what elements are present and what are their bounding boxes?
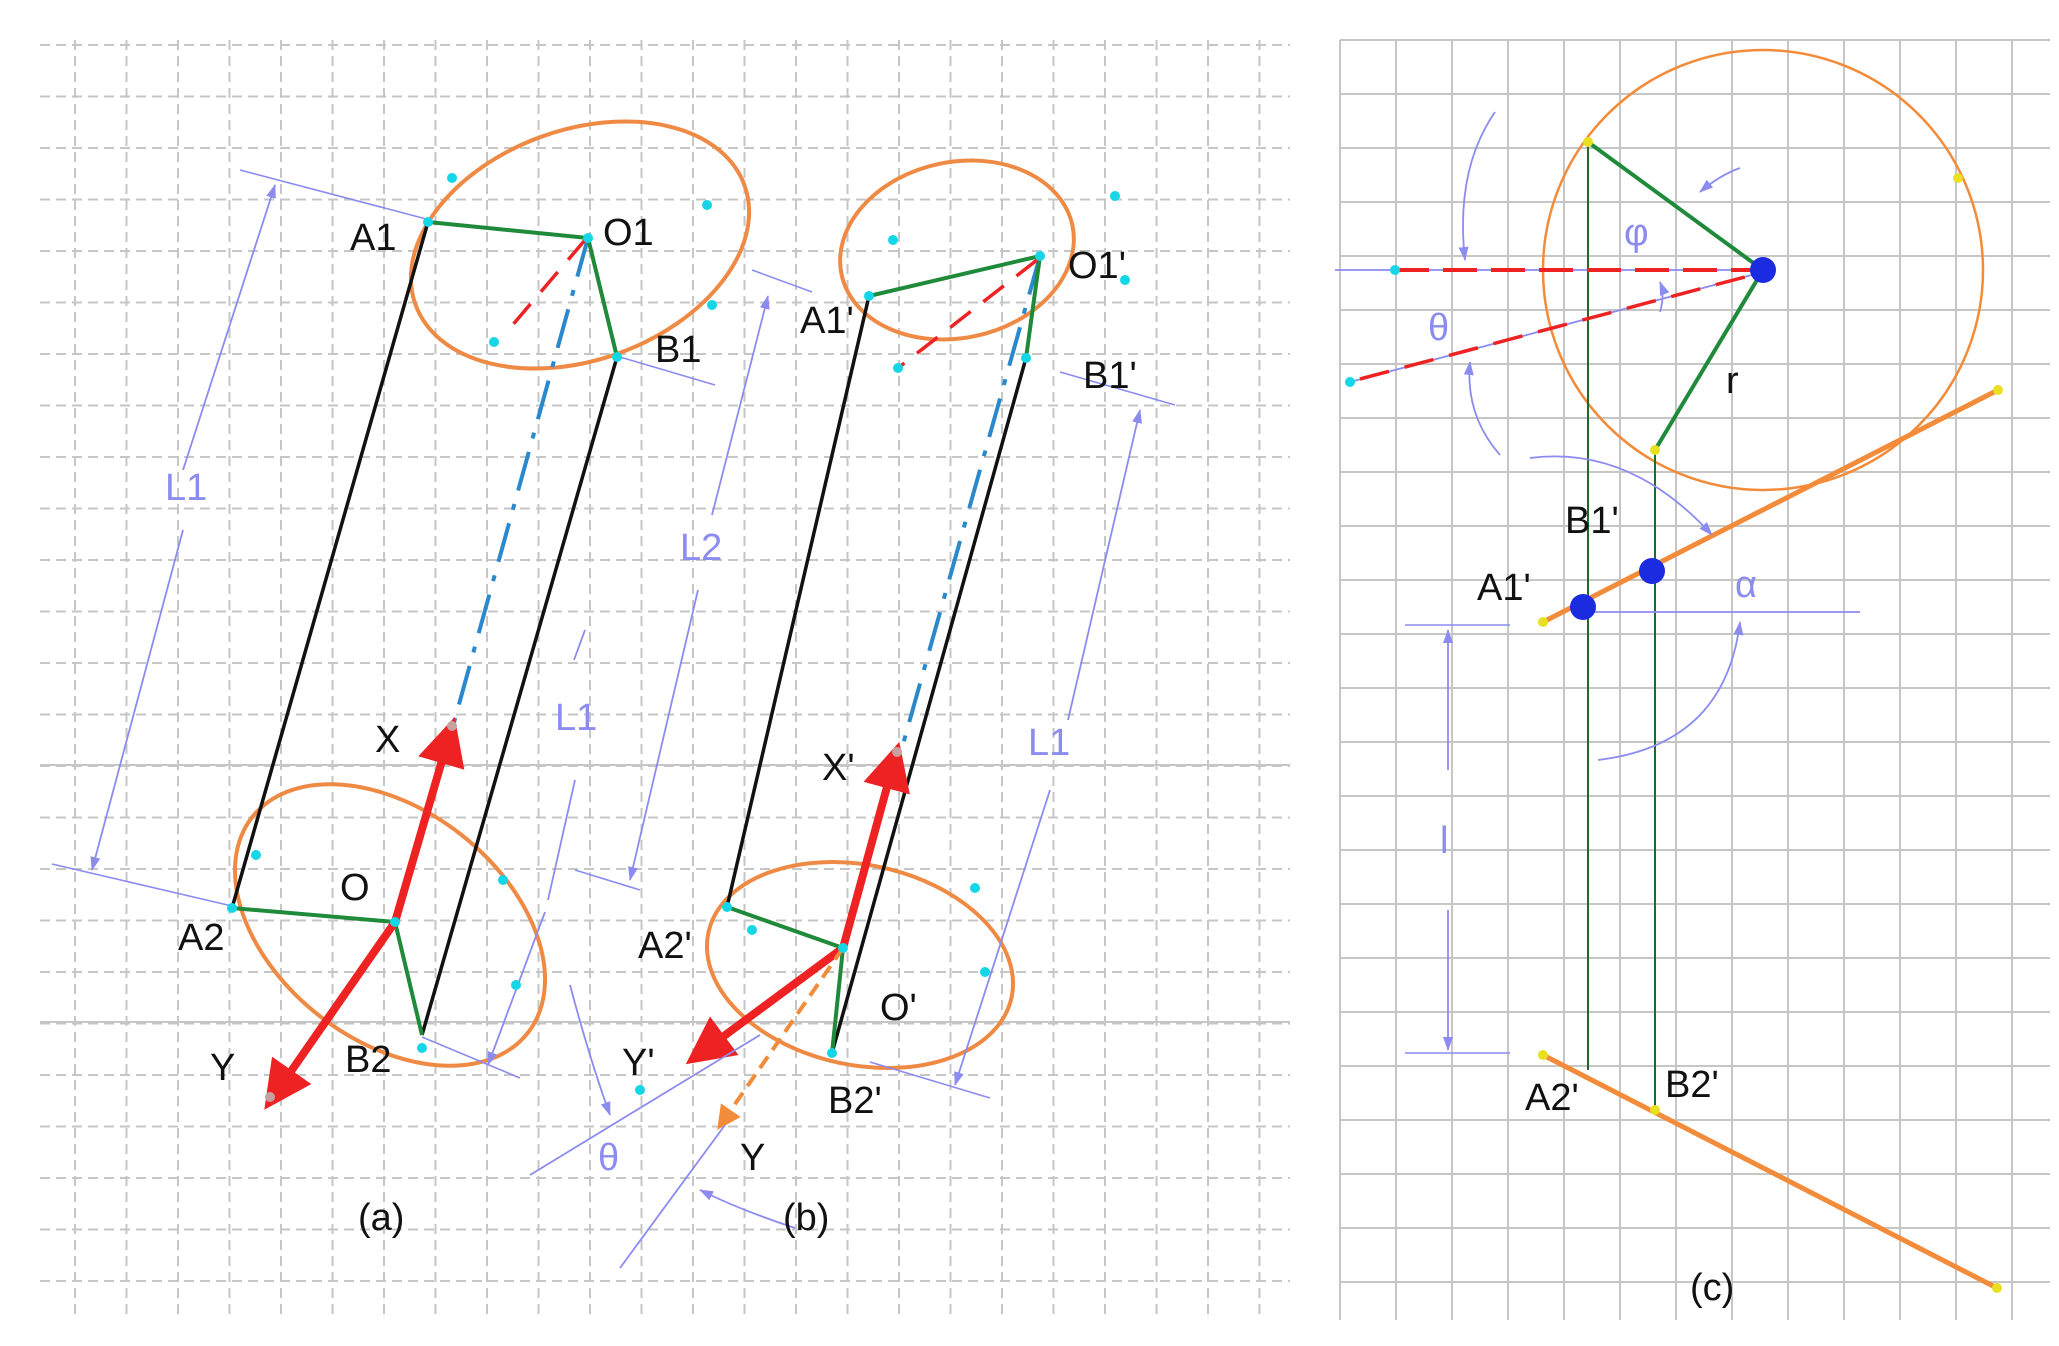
label-a1p-c: A1' [1477, 567, 1531, 609]
label-b2: B2 [345, 1039, 391, 1081]
a1p-node [1570, 594, 1596, 620]
points-b [635, 191, 1130, 1095]
theta-arc-left [1463, 361, 1501, 456]
label-b1p-c: B1' [1565, 500, 1619, 542]
bottom-ellipse-b [704, 860, 1016, 1070]
center-node [1750, 257, 1776, 283]
phi-arrow-right [1699, 167, 1741, 193]
dim-l1-mid-arrow1 [547, 779, 576, 901]
y-axis-arrow [264, 919, 399, 1110]
panel-a: A1 O1 B1 A2 O B2 X Y L1 L2 L1 θ (a) [51, 119, 813, 1239]
dim-label-theta-c: θ [1428, 307, 1449, 349]
axis-dashed-a [451, 237, 590, 727]
label-xp: X' [822, 747, 855, 789]
label-b1: B1 [655, 329, 701, 371]
dim-ext-top-mid [619, 356, 716, 386]
grid-right [1339, 39, 2050, 1320]
dim-label-l1-left: L1 [165, 467, 207, 509]
theta-ray-b [529, 1034, 761, 1176]
dim-label-l1-right: L1 [1028, 722, 1070, 764]
grid-left [40, 40, 1290, 1320]
phi-arc-left [1458, 111, 1496, 261]
theta-big-arc [1529, 455, 1713, 536]
label-a2p: A2' [638, 925, 692, 967]
dim-ext-bottom-mid [421, 1036, 521, 1079]
yp-axis-arrow [685, 944, 846, 1065]
caption-c: (c) [1690, 1267, 1734, 1309]
dim-label-phi: φ [1624, 212, 1649, 254]
generator-line-a1pa2p [725, 295, 871, 908]
label-a2: A2 [178, 917, 224, 959]
label-o1p: O1' [1068, 245, 1126, 287]
label-x: X [375, 719, 400, 761]
label-op: O' [880, 987, 917, 1029]
y-ray-b [619, 1124, 726, 1269]
dim-l1-right-arrow1 [1067, 409, 1142, 721]
dim-l1-left-arrow1 [182, 184, 276, 471]
generator-line-b1pb2p [830, 357, 1028, 1054]
top-ellipse-b [838, 158, 1076, 342]
xp-arrow-tip-point [892, 747, 902, 757]
dim-ext-top-l2 [751, 269, 813, 293]
panel-b: A1' O1' B1' A2' O' B2' X' Y' Y L1 (b) [529, 158, 1176, 1269]
grid-left-solid [40, 764, 1290, 1023]
label-yp: Y' [622, 1042, 655, 1084]
label-b2p-c: B2' [1665, 1064, 1719, 1106]
red-dash-top-b [896, 258, 1039, 370]
caption-b: (b) [783, 1197, 829, 1239]
dim-ext-bottom-l2 [574, 869, 641, 891]
dim-label-l: l [1440, 820, 1448, 862]
label-o1: O1 [603, 212, 654, 254]
label-r: r [1726, 360, 1739, 402]
generator-line-a1a2 [230, 221, 430, 909]
axis-dashed-b [898, 255, 1042, 756]
y-arrow-tip-point [265, 1092, 275, 1102]
dim-l1-left-arrow2 [90, 529, 184, 871]
points-a [227, 173, 717, 1053]
bottom-ellipse-a [232, 782, 548, 1068]
theta-arc-b [699, 1189, 796, 1229]
dim-l2-arrow1 [711, 295, 770, 516]
dim-ext-top-right [1059, 371, 1176, 406]
label-o: O [340, 867, 370, 909]
angled-line-upper [1541, 387, 2000, 625]
angled-line-lower [1541, 1052, 1999, 1291]
dim-ext-bottom-left [51, 863, 233, 907]
label-b1p: B1' [1083, 355, 1137, 397]
panel-c: B1' A1' A2' B2' r φ θ α l (c) [1335, 48, 2003, 1309]
dim-ext-bottom-right [869, 1061, 991, 1099]
points-c-cyan [1345, 265, 1400, 387]
dim-l1-mid-arrow3 [573, 629, 586, 661]
dim-l2-arrow2 [628, 589, 699, 881]
label-y: Y [210, 1047, 235, 1089]
dim-label-l2: L2 [680, 527, 722, 569]
red-dash-top-a [508, 238, 587, 330]
b1p-node [1639, 558, 1665, 584]
dim-ext-top-left [239, 169, 431, 221]
x-arrow-tip-point [447, 721, 457, 731]
points-c-yellow [1538, 137, 2003, 1293]
caption-a: (a) [358, 1197, 404, 1239]
alpha-arc [1597, 621, 1744, 761]
dim-label-l1-mid: L1 [555, 697, 597, 739]
label-a1p: A1' [800, 300, 854, 342]
label-b2p: B2' [828, 1080, 882, 1122]
label-a2p-c: A2' [1525, 1077, 1579, 1119]
label-y-orange: Y [740, 1137, 765, 1179]
dim-label-alpha: α [1735, 564, 1757, 606]
dim-label-theta-a: θ [598, 1137, 619, 1179]
y-orange-arrow [717, 946, 845, 1130]
dim-l1-right-arrow2 [954, 789, 1051, 1086]
generator-line-b1b2 [420, 356, 619, 1036]
x-axis-arrow [391, 716, 465, 924]
label-a1: A1 [350, 217, 396, 259]
theta-arc-a [569, 984, 611, 1116]
xp-axis-arrow [839, 741, 910, 950]
theta-red-dash [1359, 271, 1761, 381]
theta-arrow-right [1659, 281, 1670, 313]
